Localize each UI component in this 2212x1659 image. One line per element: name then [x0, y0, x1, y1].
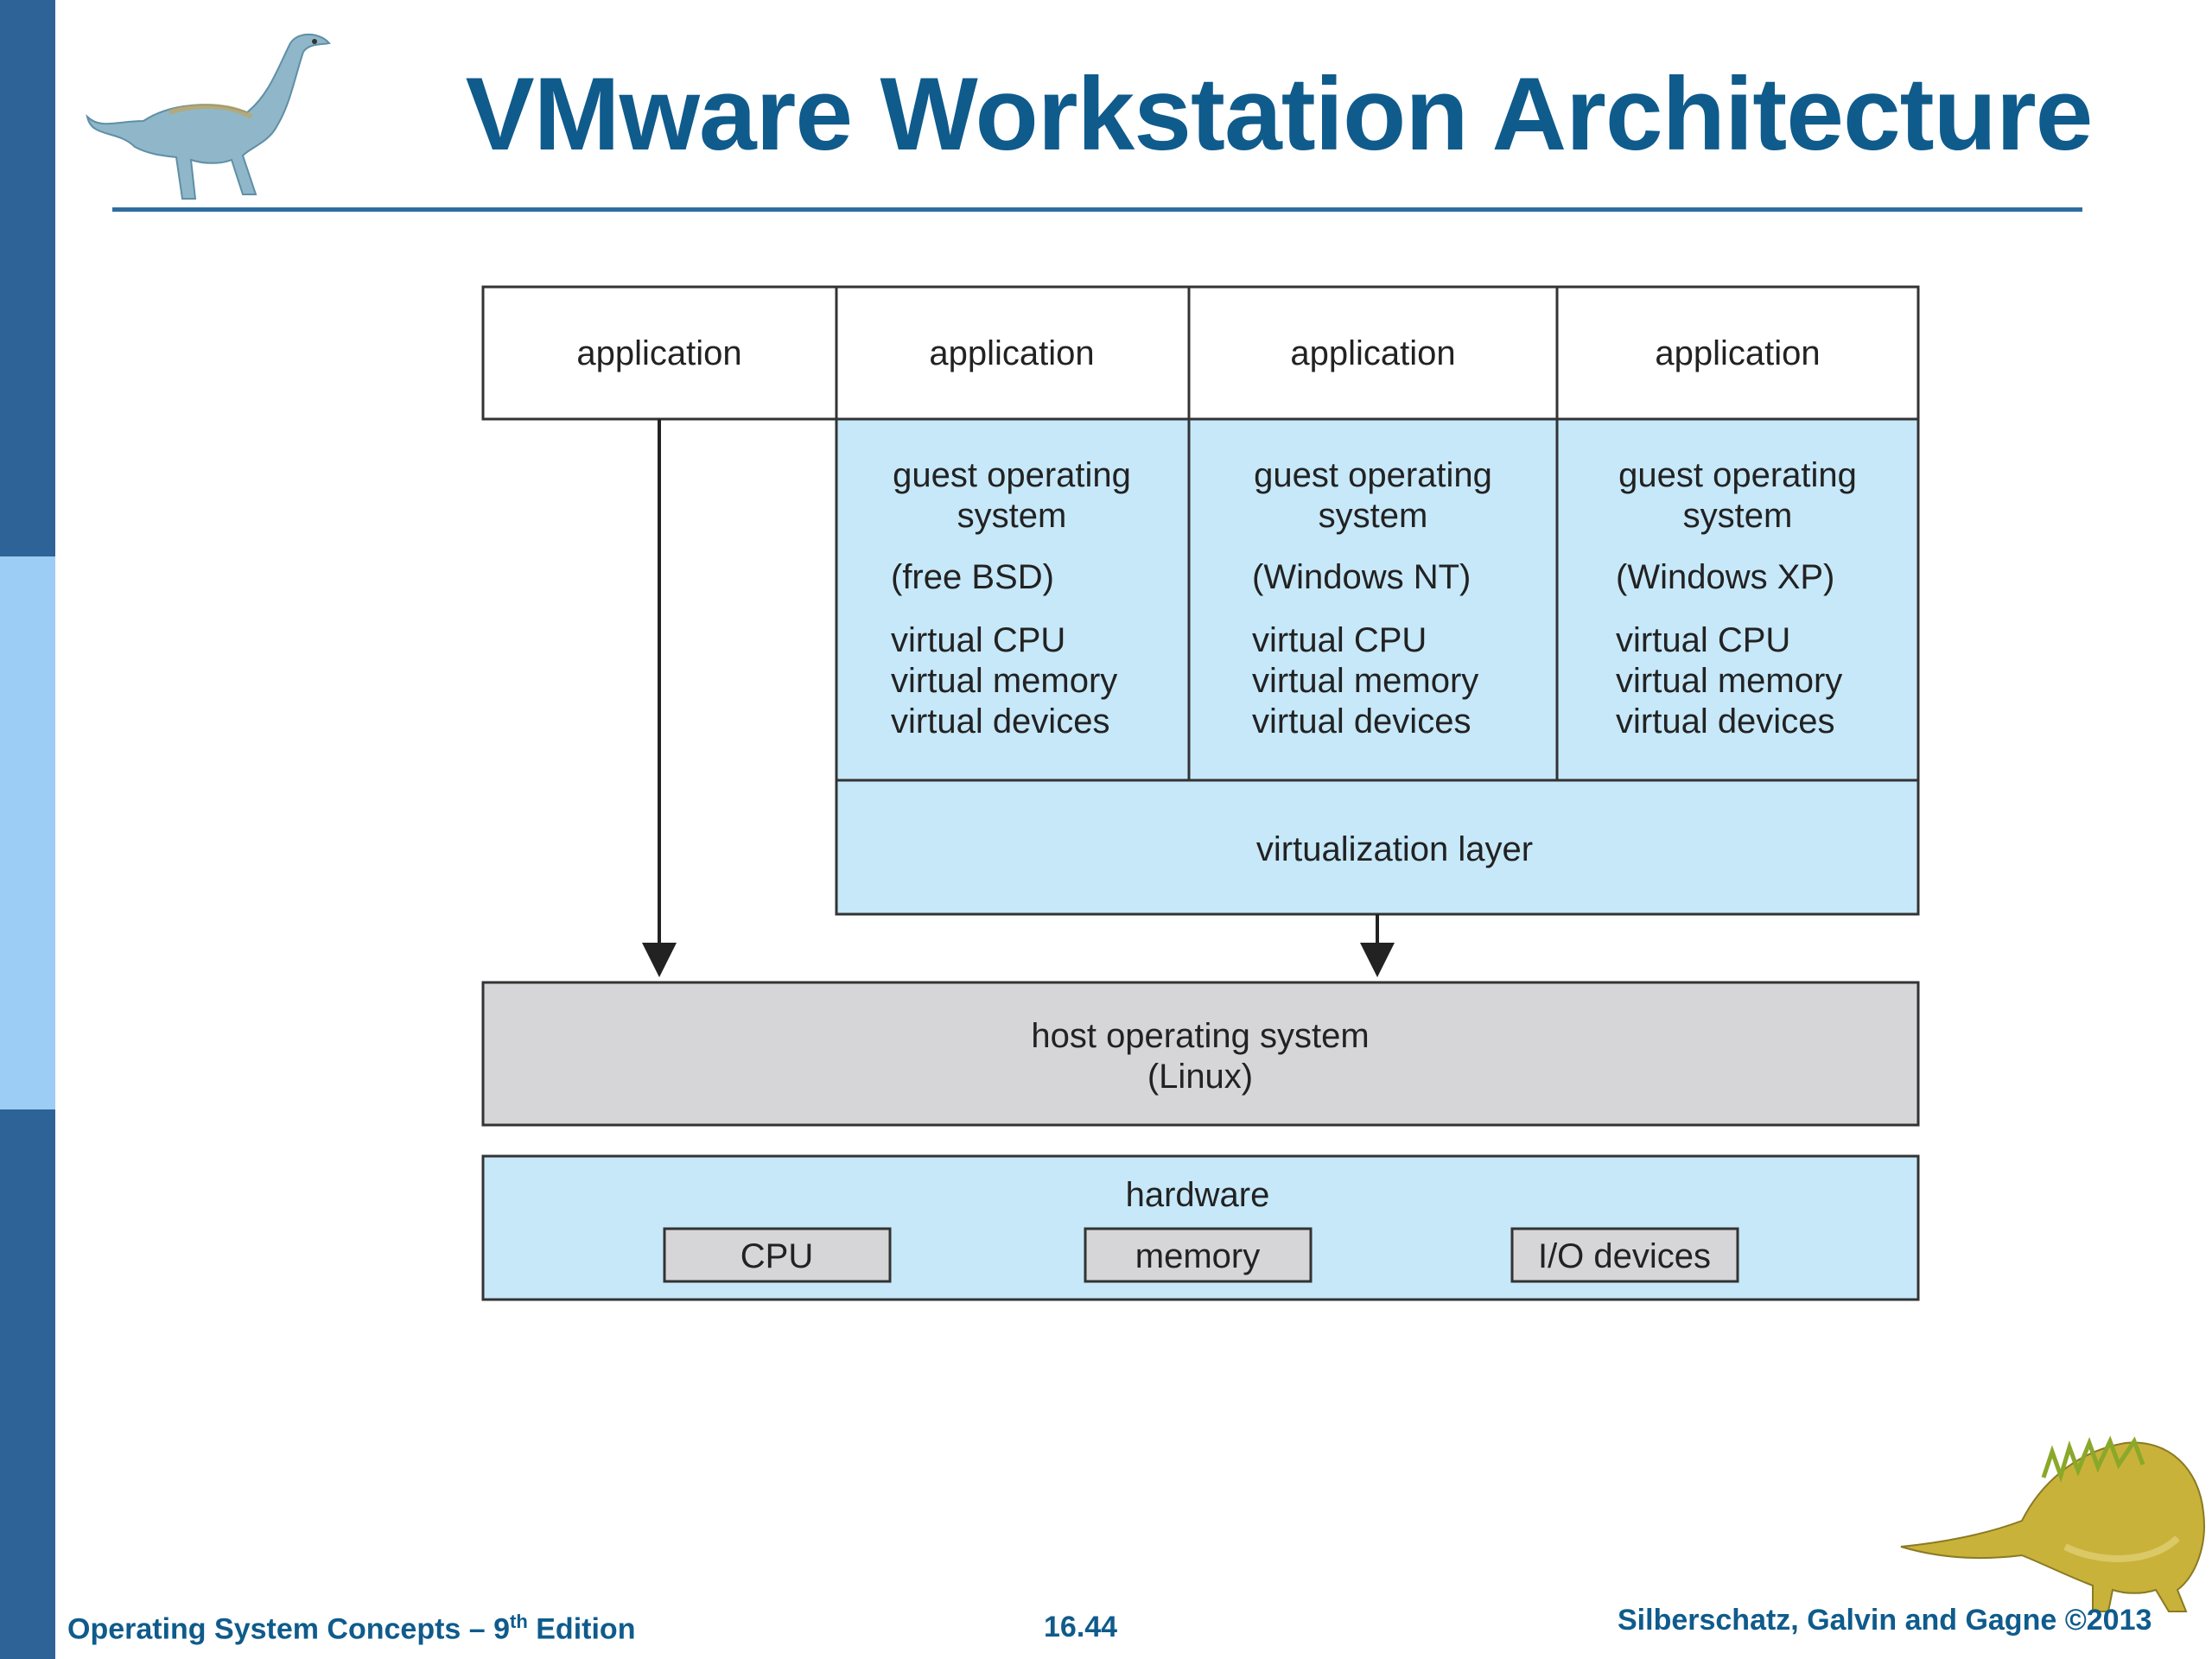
guest-os-label-line1: guest operating: [893, 456, 1131, 494]
left-sidebar-highlight: [0, 556, 55, 1109]
slide-title: VMware Workstation Architecture: [465, 56, 2094, 172]
virtualization-layer-label: virtualization layer: [1256, 830, 1533, 868]
application-label: application: [1655, 334, 1820, 372]
application-label: application: [1290, 334, 1455, 372]
application-label: application: [576, 334, 741, 372]
cpu-label: CPU: [741, 1237, 813, 1275]
guest-os-windows-xp: guest operating system (Windows XP) virt…: [1616, 456, 1857, 741]
host-os-box: [481, 981, 1920, 1127]
left-sidebar-band: [0, 0, 55, 1659]
io-devices-label: I/O devices: [1538, 1237, 1711, 1275]
guest-os-windows-nt: guest operating system (Windows NT) virt…: [1252, 456, 1492, 741]
virtual-cpu-label: virtual CPU: [1252, 621, 1427, 659]
dinosaur-illustration-icon: [1900, 1435, 2205, 1612]
guest-region: [835, 417, 1920, 782]
application-box-4: [1555, 285, 1920, 421]
virtual-cpu-label: virtual CPU: [891, 621, 1065, 659]
host-os-name: (Linux): [1147, 1058, 1253, 1096]
hardware-label: hardware: [1126, 1176, 1270, 1214]
footer-copyright: Silberschatz, Galvin and Gagne ©2013: [1618, 1604, 2152, 1637]
virtual-memory-label: virtual memory: [1252, 662, 1478, 700]
memory-label: memory: [1135, 1237, 1260, 1275]
guest-os-label-line1: guest operating: [1618, 456, 1857, 494]
guest-os-label-line2: system: [1319, 497, 1428, 535]
virtual-memory-label: virtual memory: [1616, 662, 1842, 700]
memory-box: [1084, 1227, 1313, 1283]
cpu-box: [663, 1227, 892, 1283]
virtualization-layer: [835, 779, 1920, 916]
application-box-1: [481, 285, 838, 421]
guest-os-name: (Windows NT): [1252, 558, 1471, 596]
footer-page-number: 16.44: [1044, 1611, 1118, 1643]
dinosaur-logo-icon: [86, 33, 331, 200]
guest-os-name: (free BSD): [891, 558, 1054, 596]
guest-os-freebsd: guest operating system (free BSD) virtua…: [891, 456, 1131, 741]
virtual-devices-label: virtual devices: [891, 702, 1109, 741]
virtual-cpu-label: virtual CPU: [1616, 621, 1790, 659]
virtual-memory-label: virtual memory: [891, 662, 1117, 700]
virtual-devices-label: virtual devices: [1252, 702, 1471, 741]
guest-os-label-line1: guest operating: [1254, 456, 1492, 494]
host-os-label: host operating system: [1031, 1017, 1369, 1055]
title-divider: [112, 207, 2082, 212]
application-box-3: [1187, 285, 1559, 421]
virtual-devices-label: virtual devices: [1616, 702, 1834, 741]
footer-book-title: Operating System Concepts – 9th Edition: [67, 1611, 636, 1646]
guest-os-name: (Windows XP): [1616, 558, 1834, 596]
guest-os-label-line2: system: [957, 497, 1067, 535]
guest-os-label-line2: system: [1683, 497, 1793, 535]
io-devices-box: [1510, 1227, 1739, 1283]
application-box-2: [835, 285, 1191, 421]
application-label: application: [929, 334, 1094, 372]
